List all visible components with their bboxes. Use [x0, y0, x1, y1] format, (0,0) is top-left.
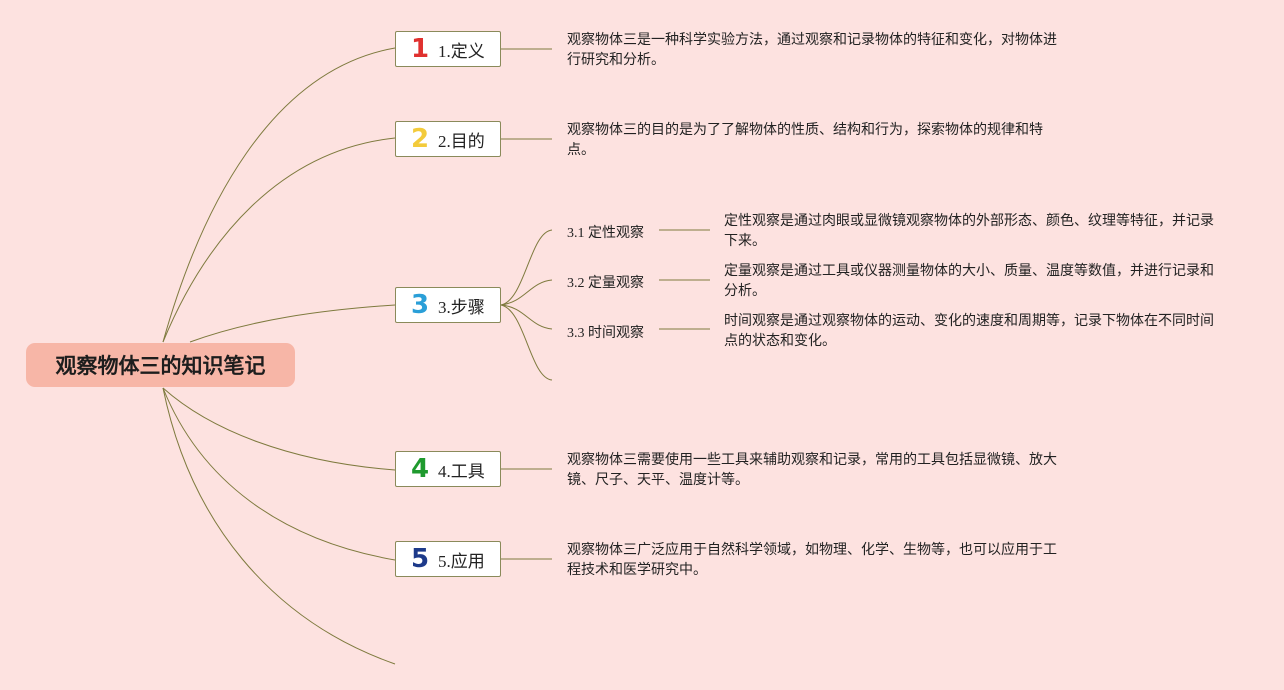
subtopic-desc-3-1: 定性观察是通过肉眼或显微镜观察物体的外部形态、颜色、纹理等特征，并记录下来。 — [724, 214, 1214, 249]
subtopic-desc-3-2: 定量观察是通过工具或仪器测量物体的大小、质量、温度等数值，并进行记录和分析。 — [724, 264, 1214, 299]
topic-node-3[interactable]: 3 3.步骤 — [395, 287, 501, 323]
number-three-icon: 3 — [410, 290, 430, 320]
topic-node-2[interactable]: 2 2.目的 — [395, 121, 501, 157]
topic-label-1: 1.定义 — [438, 41, 485, 61]
subtopic-label-3-3[interactable]: 3.3 时间观察 — [567, 326, 644, 341]
topic-node-5[interactable]: 5 5.应用 — [395, 541, 501, 577]
topic-desc-5: 观察物体三广泛应用于自然科学领域，如物理、化学、生物等，也可以应用于工程技术和医… — [567, 543, 1057, 578]
root-node[interactable]: 观察物体三的知识笔记 — [26, 343, 295, 387]
number-one-icon: 1 — [410, 34, 430, 64]
connector-root-topic-2 — [162, 137, 396, 343]
connector-topic-3-child-1 — [500, 229, 553, 306]
number-two-icon: 2 — [410, 124, 430, 154]
topic-label-4: 4.工具 — [438, 461, 485, 481]
root-label: 观察物体三的知识笔记 — [55, 354, 266, 378]
subtopic-label-3-2[interactable]: 3.2 定量观察 — [567, 276, 644, 291]
subtopic-label-3-1[interactable]: 3.1 定性观察 — [567, 226, 644, 241]
connector-topic-3-child-3 — [500, 304, 553, 330]
subtopic-desc-3-3: 时间观察是通过观察物体的运动、变化的速度和周期等，记录下物体在不同时间点的状态和… — [724, 314, 1214, 349]
topic-node-1[interactable]: 1 1.定义 — [395, 31, 501, 67]
connector-root-extra — [162, 387, 396, 665]
connector-topic-3-child-4 — [500, 304, 553, 381]
topic-label-2: 2.目的 — [438, 131, 485, 151]
number-five-icon: 5 — [410, 544, 430, 574]
topic-desc-1: 观察物体三是一种科学实验方法，通过观察和记录物体的特征和变化，对物体进行研究和分… — [567, 33, 1057, 68]
topic-desc-2: 观察物体三的目的是为了了解物体的性质、结构和行为，探索物体的规律和特点。 — [567, 123, 1043, 158]
topic-node-4[interactable]: 4 4.工具 — [395, 451, 501, 487]
connector-root-topic-3 — [189, 304, 396, 343]
topic-label-3: 3.步骤 — [438, 297, 485, 317]
topic-desc-4: 观察物体三需要使用一些工具来辅助观察和记录，常用的工具包括显微镜、放大镜、尺子、… — [567, 453, 1057, 488]
connector-topic-3-child-2 — [500, 279, 553, 306]
connector-root-topic-1 — [162, 47, 396, 343]
connector-root-topic-5 — [162, 387, 396, 561]
connector-root-topic-4 — [162, 387, 396, 471]
topic-label-5: 5.应用 — [438, 551, 485, 571]
number-four-icon: 4 — [410, 454, 430, 484]
